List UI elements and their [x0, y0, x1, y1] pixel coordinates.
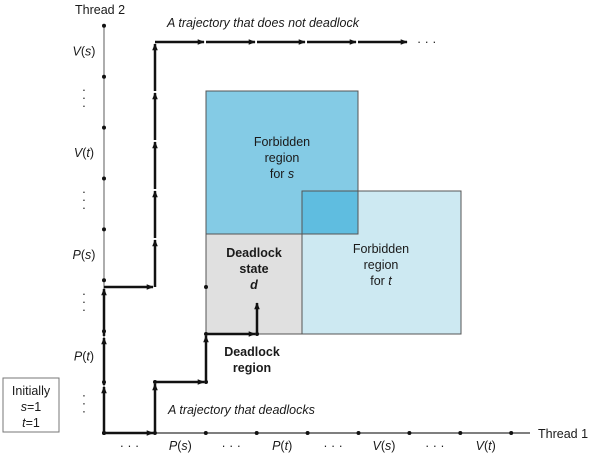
forbidden-t-line3: for t [370, 274, 392, 288]
deadlock-region-label-1: Deadlock [224, 345, 280, 359]
tick-label-v-t: V(t) [74, 146, 94, 160]
traj-dot [153, 380, 157, 384]
tick-label-v-t: V(t) [476, 439, 496, 453]
forbidden-t-line1: Forbidden [353, 242, 409, 256]
x-tick [203, 431, 208, 435]
initial-t: t=1 [22, 416, 40, 430]
ellipsis-label: ··· [82, 83, 86, 113]
traj-dot [204, 332, 208, 336]
trajectory-deadlock [104, 302, 260, 436]
deadlock-state-line1: Deadlock [226, 246, 282, 260]
initially-label: Initially [12, 384, 51, 398]
overlap-region [301, 190, 359, 235]
y-tick [102, 23, 106, 28]
y-tick [102, 125, 106, 130]
ellipsis-label: · · · [425, 439, 444, 453]
y-tick [102, 278, 106, 283]
no-deadlock-label: A trajectory that does not deadlock [166, 16, 360, 30]
x-tick [305, 431, 310, 435]
deadlock-state-line3: d [250, 278, 258, 292]
deadlock-trajectory-label: A trajectory that deadlocks [167, 403, 315, 417]
tick-label-p-t: P(t) [272, 439, 292, 453]
y-tick [102, 74, 106, 79]
ellipsis-label: · · · [323, 439, 342, 453]
deadlock-region [205, 233, 303, 335]
x-tick [356, 431, 361, 435]
forbidden-s-line1: Forbidden [254, 135, 310, 149]
initial-state-box: Initially s=1 t=1 [2, 377, 60, 433]
ellipsis-label: · · · [120, 439, 139, 453]
x-tick [254, 431, 259, 435]
x-axis-title: Thread 1 [538, 427, 588, 441]
tick-label-v-s: V(s) [73, 44, 96, 58]
tick-label-p-t: P(t) [74, 350, 94, 364]
trajectory-no-deadlock [101, 39, 408, 433]
region-tick-dot [204, 285, 208, 289]
y-axis-title: Thread 2 [75, 3, 125, 17]
trailing-ellipsis: · · · [417, 35, 436, 49]
forbidden-s-line2: region [265, 151, 300, 165]
forbidden-t-line2: region [364, 258, 399, 272]
x-tick [407, 431, 412, 435]
x-tick [509, 431, 514, 435]
y-tick [102, 176, 106, 181]
x-tick [458, 431, 463, 435]
forbidden-s-line3: for s [270, 167, 294, 181]
ellipsis-label: · · · [222, 439, 241, 453]
deadlock-state-line2: state [239, 262, 268, 276]
deadlock-region-label-2: region [233, 361, 271, 375]
y-axis-labels: V(s) ··· V(t) ··· P(s) ··· P(t) ··· [73, 44, 96, 418]
traj-dot [204, 380, 208, 384]
y-tick [102, 227, 106, 232]
x-axis-labels: · · · P(s) · · · P(t) · · · V(s) · · · V(t) [120, 439, 496, 453]
tick-label-v-s: V(s) [372, 439, 395, 453]
initial-s: s=1 [21, 400, 42, 414]
tick-label-p-s: P(s) [73, 248, 96, 262]
tick-label-p-s: P(s) [169, 439, 192, 453]
ellipsis-label: ··· [82, 389, 86, 419]
ellipsis-label: ··· [82, 287, 86, 317]
traj-dot [255, 332, 259, 336]
ellipsis-label: ··· [82, 185, 86, 215]
